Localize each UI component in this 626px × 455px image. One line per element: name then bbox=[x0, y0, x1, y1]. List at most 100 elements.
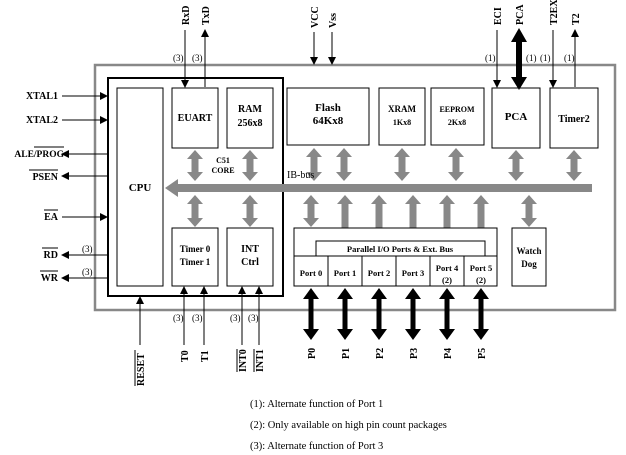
eeprom-bus-arrow bbox=[448, 148, 464, 181]
xram-block bbox=[378, 87, 426, 146]
int0-label: INT0 bbox=[238, 349, 249, 372]
legend-item-3: (3): Alternate function of Port 3 bbox=[250, 441, 383, 452]
port4-label: Port 4 bbox=[436, 263, 459, 273]
port2-pin-arrow bbox=[371, 288, 387, 340]
c51-core-label-2: CORE bbox=[211, 166, 234, 175]
txd-marker: (3) bbox=[192, 53, 203, 63]
xram-bus-arrow bbox=[394, 148, 410, 181]
top-signals bbox=[181, 29, 579, 88]
pca-marker: (1) bbox=[526, 53, 537, 63]
bottom-signals bbox=[136, 286, 263, 345]
dog-label: Dog bbox=[521, 259, 537, 269]
int-label: INT bbox=[241, 244, 259, 255]
port-arrows bbox=[303, 288, 489, 340]
t2ex-marker: (1) bbox=[540, 53, 551, 63]
cpu-label: CPU bbox=[129, 182, 152, 194]
rd-label: RD bbox=[44, 250, 58, 261]
port4-pin-arrow bbox=[439, 288, 455, 340]
ib-bus-label: IB-bus bbox=[287, 170, 314, 181]
port3-label: Port 3 bbox=[402, 268, 424, 278]
legend: (1): Alternate function of Port 1 (2): O… bbox=[250, 399, 447, 452]
port0-bus-arrow bbox=[303, 195, 319, 227]
watchdog-bus-arrow bbox=[521, 195, 537, 227]
port4-bus-arrow bbox=[439, 195, 455, 240]
p2-label: P2 bbox=[375, 348, 386, 359]
rxd-label: RxD bbox=[181, 6, 192, 25]
pca-bus-arrow bbox=[508, 150, 524, 181]
bottom-signal-labels: RESET T0 T1 INT0 INT1 (3) (3) (3) (3) bbox=[134, 313, 266, 386]
int1-label: INT1 bbox=[255, 349, 266, 372]
port2-bus-arrow bbox=[371, 195, 387, 240]
c51-core-label: C51 bbox=[216, 156, 230, 165]
pca-bidir-arrow bbox=[511, 28, 527, 90]
ram-size: 256x8 bbox=[238, 118, 263, 129]
rxd-marker: (3) bbox=[173, 53, 184, 63]
t2-marker: (1) bbox=[564, 53, 575, 63]
wr-marker: (3) bbox=[82, 267, 93, 277]
ale-prog-label: ALE/PROG bbox=[14, 150, 64, 160]
pca-label: PCA bbox=[505, 111, 528, 123]
port1-pin-arrow bbox=[337, 288, 353, 340]
txd-label: TxD bbox=[201, 6, 212, 25]
timer2-bus-arrow bbox=[566, 150, 582, 181]
timer1-label: Timer 1 bbox=[180, 257, 211, 267]
euart-label: EUART bbox=[178, 113, 213, 124]
port5-note: (2) bbox=[476, 275, 486, 285]
xtal1-label: XTAL1 bbox=[26, 91, 58, 102]
vcc-label: VCC bbox=[310, 6, 321, 28]
psen-label: PSEN bbox=[32, 172, 58, 183]
ea-label: EA bbox=[44, 212, 59, 223]
ctrl-label: Ctrl bbox=[241, 257, 259, 268]
eci-marker: (1) bbox=[485, 53, 496, 63]
rd-marker: (3) bbox=[82, 244, 93, 254]
ram-bus-arrow bbox=[242, 150, 258, 181]
intctrl-bus-arrow bbox=[242, 195, 258, 227]
timer0-label: Timer 0 bbox=[180, 244, 211, 254]
flash-bus-arrow-2 bbox=[336, 148, 352, 181]
eeprom-block bbox=[430, 87, 485, 146]
port-labels: Port 0 Port 1 Port 2 Port 3 Port 4 (2) P… bbox=[300, 263, 492, 285]
left-signals bbox=[61, 92, 108, 282]
port2-label: Port 2 bbox=[368, 268, 390, 278]
t2-label: T2 bbox=[571, 13, 582, 25]
int0-marker: (3) bbox=[230, 313, 241, 323]
chip-outline bbox=[93, 63, 617, 312]
port-dividers bbox=[294, 255, 497, 286]
port0-pin-arrow bbox=[303, 288, 319, 340]
ram-label: RAM bbox=[238, 104, 262, 115]
port5-pin-arrow bbox=[473, 288, 489, 340]
cpu-block bbox=[116, 87, 164, 287]
timer2-label: Timer2 bbox=[558, 114, 589, 125]
p4-label: P4 bbox=[443, 348, 454, 359]
port-pin-labels: P0 P1 P2 P3 P4 P5 bbox=[307, 348, 488, 359]
wr-label: WR bbox=[41, 273, 59, 284]
eeprom-size: 2Kx8 bbox=[448, 118, 466, 127]
timer01-bus-arrow bbox=[187, 195, 203, 227]
port5-label: Port 5 bbox=[470, 263, 492, 273]
flash-bus-arrow-1 bbox=[306, 148, 322, 181]
p3-label: P3 bbox=[409, 348, 420, 359]
t1-marker: (3) bbox=[192, 313, 203, 323]
t0-marker: (3) bbox=[173, 313, 184, 323]
timer01-block bbox=[171, 227, 219, 287]
vss-label: Vss bbox=[328, 13, 339, 28]
t0-label: T0 bbox=[180, 350, 191, 362]
int-ctrl-block bbox=[226, 227, 274, 287]
port3-bus-arrow bbox=[405, 195, 421, 240]
watch-label: Watch bbox=[516, 246, 541, 256]
flash-label: Flash bbox=[315, 102, 341, 114]
p1-label: P1 bbox=[341, 348, 352, 359]
timer2-block bbox=[549, 87, 599, 149]
reset-label: RESET bbox=[136, 353, 147, 386]
pca-pin-label: PCA bbox=[515, 4, 526, 25]
watchdog-block bbox=[511, 227, 547, 287]
port3-pin-arrow bbox=[405, 288, 421, 340]
euart-bus-arrow bbox=[187, 150, 203, 181]
eeprom-label: EEPROM bbox=[439, 105, 475, 114]
eci-label: ECI bbox=[493, 7, 504, 25]
top-signal-labels: RxD TxD VCC Vss ECI PCA T2EX T2 (3) (3) … bbox=[173, 0, 582, 63]
bus-connections bbox=[187, 148, 582, 240]
legend-item-2: (2): Only available on high pin count pa… bbox=[250, 420, 447, 431]
xram-size: 1Kx8 bbox=[393, 118, 411, 127]
